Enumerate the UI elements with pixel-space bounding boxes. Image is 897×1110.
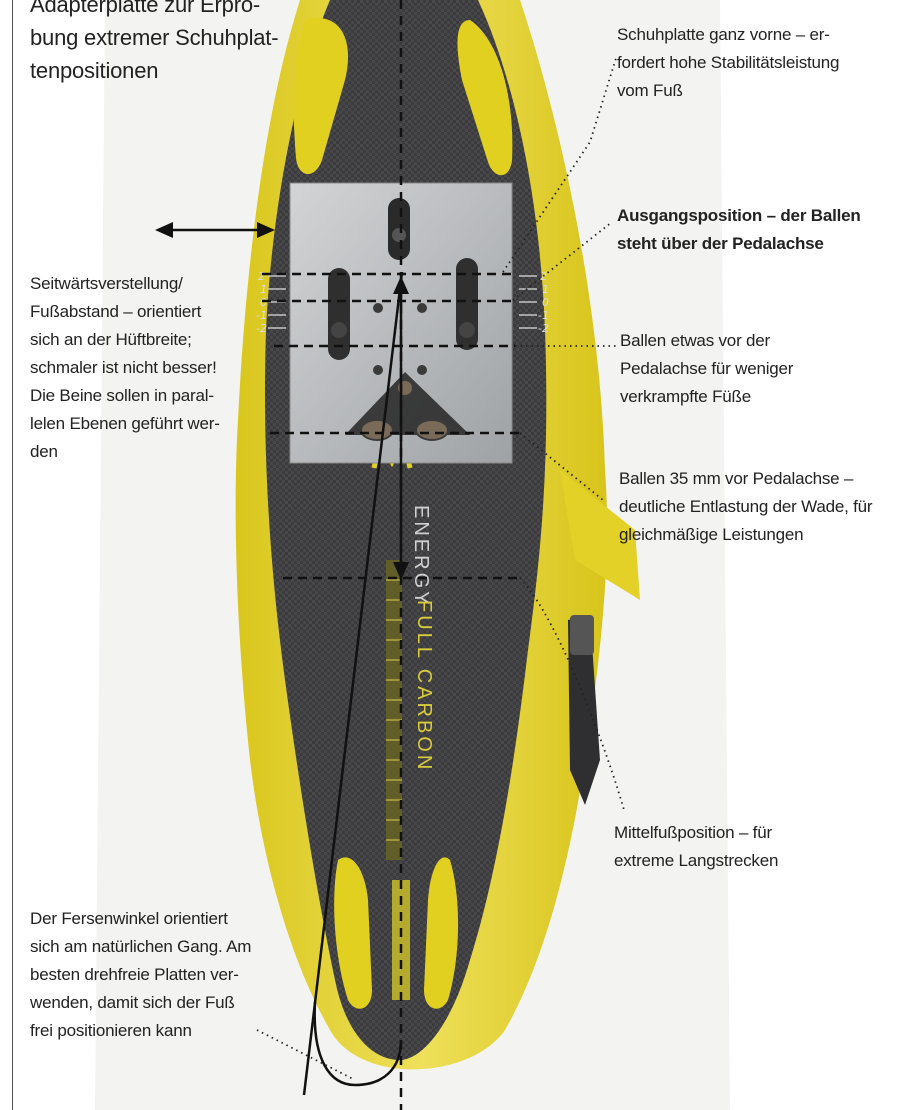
annotation-midfoot: Mittelfußposition – für extreme Langstre… [614, 819, 778, 875]
annotation-line: frei positionieren kann [30, 1017, 251, 1045]
annotation-front-position: Schuhplatte ganz vorne – er- fordert hoh… [617, 21, 839, 105]
annotation-start-position: Ausgangsposition – der Ballen steht über… [617, 202, 861, 258]
annotation-line: gleichmäßige Leistungen [619, 521, 872, 549]
svg-text:-1: -1 [256, 309, 267, 322]
annotation-line: deutliche Entlastung der Wade, für [619, 493, 872, 521]
annotation-line: den [30, 438, 220, 466]
annotation-line: lelen Ebenen geführt wer- [30, 410, 220, 438]
annotation-line: Ballen 35 mm vor Pedalachse – [619, 465, 872, 493]
annotation-line: sich an der Hüftbreite; [30, 326, 220, 354]
annotation-line: Pedalachse für weniger [620, 355, 793, 383]
svg-text:0: 0 [542, 296, 549, 309]
annotation-line: wenden, damit sich der Fuß [30, 989, 251, 1017]
svg-text:-2: -2 [538, 322, 549, 335]
svg-text:1: 1 [542, 283, 549, 296]
annotation-line: schmaler ist nicht besser! [30, 354, 220, 382]
annotation-line: extreme Langstrecken [614, 847, 778, 875]
sole-print-fullcarbon: FULL CARBON [413, 600, 435, 772]
sole-ruler [386, 560, 402, 860]
annotation-line: Der Fersenwinkel orientiert [30, 905, 251, 933]
svg-text:0: 0 [260, 296, 267, 309]
annotation-line: Schuhplatte ganz vorne – er- [617, 21, 839, 49]
caption-line: bung extremer Schuhplat- [30, 21, 278, 54]
adapter-plate-caption: Adapterplatte zur Erpro- bung extremer S… [30, 0, 278, 87]
caption-line: Adapterplatte zur Erpro- [30, 0, 278, 21]
annotation-line: Mittelfußposition – für [614, 819, 778, 847]
annotation-line: Ballen etwas vor der [620, 327, 793, 355]
svg-text:-2: -2 [256, 322, 267, 335]
annotation-slightly-forward: Ballen etwas vor der Pedalachse für weni… [620, 327, 793, 411]
caption-line: tenpositionen [30, 54, 278, 87]
buckle-plate [570, 615, 594, 655]
annotation-line: steht über der Pedalachse [617, 230, 861, 258]
annotation-line: Ausgangsposition – der Ballen [617, 202, 861, 230]
annotation-heel-angle: Der Fersenwinkel orientiert sich am natü… [30, 905, 251, 1045]
annotation-line: besten drehfreie Platten ver- [30, 961, 251, 989]
annotation-line: verkrampfte Füße [620, 383, 793, 411]
annotation-sideways: Seitwärtsverstellung/ Fußabstand – orien… [30, 270, 220, 466]
svg-text:1: 1 [260, 283, 267, 296]
annotation-35mm: Ballen 35 mm vor Pedalachse – deutliche … [619, 465, 872, 549]
annotation-line: fordert hohe Stabilitätsleistung [617, 49, 839, 77]
svg-text:-1: -1 [538, 309, 549, 322]
annotation-line: sich am natürlichen Gang. Am [30, 933, 251, 961]
annotation-line: Die Beine sollen in paral- [30, 382, 220, 410]
sole-print-energy: ENERGY [410, 505, 432, 607]
annotation-line: Fußabstand – orientiert [30, 298, 220, 326]
annotation-line: vom Fuß [617, 77, 839, 105]
annotation-line: Seitwärtsverstellung/ [30, 270, 220, 298]
svg-text:2: 2 [258, 270, 265, 283]
